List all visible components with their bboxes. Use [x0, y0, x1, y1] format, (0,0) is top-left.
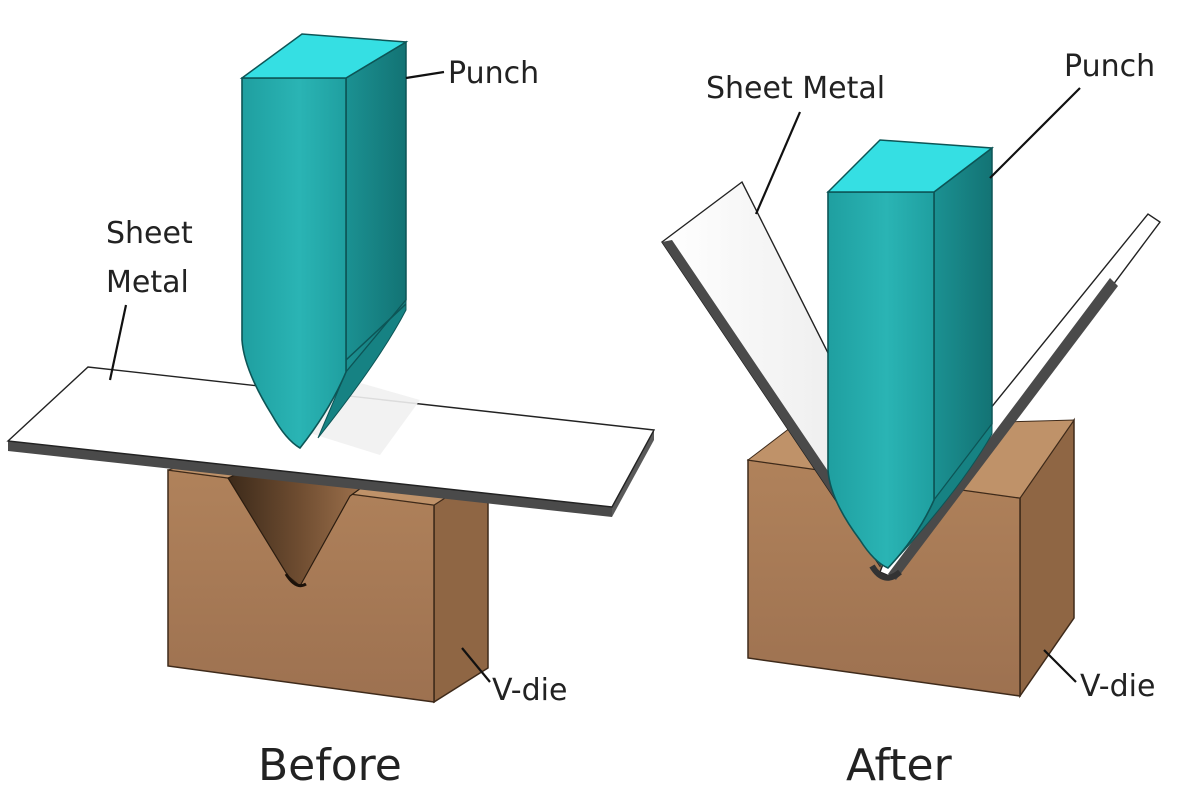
- before-die-groove-bottom: [284, 573, 307, 588]
- before-die-leader: [461, 647, 491, 683]
- before-punch-front-face: [241, 77, 347, 450]
- before-sheet-label-line2: Metal: [106, 265, 189, 300]
- after-caption: After: [846, 740, 953, 791]
- after-punch-front-face: [827, 191, 935, 569]
- after-punch-top-face: [826, 139, 995, 193]
- before-punch-crease: [345, 303, 407, 361]
- before-scene: Punch Sheet Metal V-die Before: [6, 33, 656, 791]
- before-sheet-edge-right: [612, 430, 654, 517]
- before-punch-leader: [405, 70, 445, 80]
- after-die-leader: [1043, 649, 1077, 683]
- before-sheet-label-line1: Sheet: [106, 216, 193, 251]
- after-sheet-bend: [869, 564, 902, 581]
- before-punch-label: Punch: [448, 56, 539, 91]
- before-die-label: V-die: [492, 673, 567, 708]
- after-punch: [826, 139, 995, 569]
- after-sheet-label: Sheet Metal: [706, 71, 885, 106]
- before-punch-top-face: [239, 33, 409, 79]
- after-sheet-leader: [754, 111, 802, 215]
- before-sheet-shadow: [300, 380, 420, 455]
- before-sheet-leader: [108, 304, 128, 381]
- after-die-label: V-die: [1080, 669, 1155, 704]
- before-punch-tip-side: [317, 298, 407, 439]
- before-sheet-edge: [8, 441, 612, 517]
- after-punch-leader: [989, 87, 1081, 179]
- after-sheet-right-edge: [888, 278, 1118, 580]
- before-punch: [239, 33, 409, 450]
- before-sheet-metal: [6, 366, 656, 517]
- before-caption: Before: [258, 740, 402, 791]
- before-die-side-face: [433, 468, 489, 704]
- after-scene: Sheet Metal Punch V-die After: [661, 49, 1162, 791]
- after-punch-label: Punch: [1064, 49, 1155, 84]
